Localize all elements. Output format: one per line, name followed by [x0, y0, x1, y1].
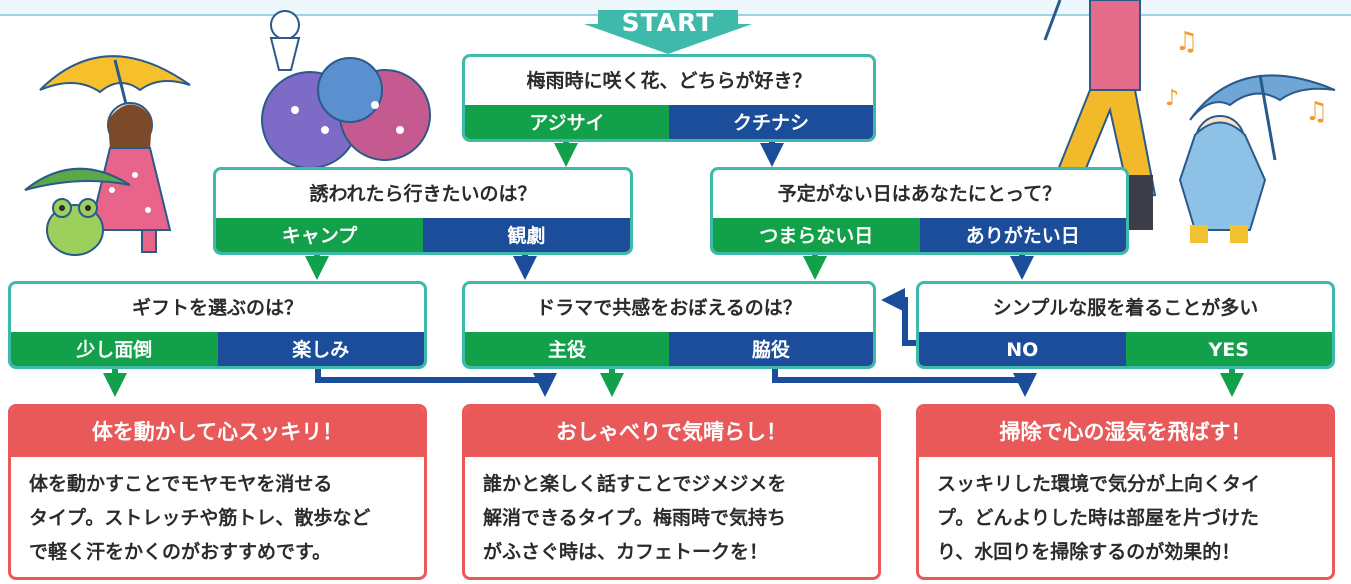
result-box-r3: 掃除で心の湿気を飛ばす！ スッキリした環境で気分が上向くタイ プ。どんよりした時… — [916, 404, 1335, 580]
result-line: 体を動かすことでモヤモヤを消せる — [29, 473, 333, 495]
result-box-r2: おしゃべりで気晴らし！ 誰かと楽しく話すことでジメジメを 解消できるタイプ。梅雨… — [462, 404, 881, 580]
result-title: 掃除で心の湿気を飛ばす！ — [919, 407, 1332, 457]
option-yes[interactable]: YES — [1125, 332, 1332, 366]
question-box-q2: 誘われたら行きたいのは？ キャンプ 観劇 — [213, 167, 633, 255]
result-description: 誰かと楽しく話すことでジメジメを 解消できるタイプ。梅雨時で気持ち がふさぐ時は… — [465, 457, 878, 569]
question-text: ギフトを選ぶのは？ — [131, 297, 303, 319]
result-line: り、水回りを掃除するのが効果的！ — [937, 541, 1241, 563]
question-text: 梅雨時に咲く花、どちらが好き？ — [526, 70, 812, 92]
option-boring-day[interactable]: つまらない日 — [713, 218, 920, 252]
result-line: プ。どんよりした時は部屋を片づけた — [937, 507, 1260, 529]
svg-text:♪: ♪ — [1165, 86, 1179, 111]
option-grateful-day[interactable]: ありがたい日 — [919, 218, 1126, 252]
question-text: 誘われたら行きたいのは？ — [309, 183, 537, 205]
frog-illustration — [24, 167, 131, 256]
option-theater[interactable]: 観劇 — [423, 218, 630, 252]
result-line: で軽く汗をかくのがおすすめです。 — [29, 541, 332, 563]
result-description: 体を動かすことでモヤモヤを消せる タイプ。ストレッチや筋トレ、散歩など で軽く汗… — [11, 457, 424, 569]
start-arrow — [584, 10, 752, 54]
result-box-r1: 体を動かして心スッキリ！ 体を動かすことでモヤモヤを消せる タイプ。ストレッチや… — [8, 404, 427, 580]
option-no[interactable]: NO — [919, 332, 1126, 366]
option-supporting-role[interactable]: 脇役 — [669, 332, 873, 366]
child-raincoat-illustration — [1178, 74, 1336, 243]
result-title: おしゃべりで気晴らし！ — [465, 407, 878, 457]
option-enjoyable[interactable]: 楽しみ — [217, 332, 424, 366]
question-text: ドラマで共感をおぼえるのは？ — [536, 297, 802, 319]
result-description: スッキリした環境で気分が上向くタイ プ。どんよりした時は部屋を片づけた り、水回… — [919, 457, 1332, 569]
start-label: START — [621, 8, 715, 37]
umbrella-girl-illustration — [39, 55, 191, 253]
result-line: 誰かと楽しく話すことでジメジメを — [483, 473, 787, 495]
result-line: がふさぐ時は、カフェトークを！ — [483, 541, 769, 563]
svg-text:♫: ♫ — [1305, 97, 1328, 127]
option-gardenia[interactable]: クチナシ — [669, 105, 873, 139]
question-box-q4: ギフトを選ぶのは？ 少し面倒 楽しみ — [8, 281, 427, 369]
option-bit-troublesome[interactable]: 少し面倒 — [11, 332, 218, 366]
music-note-icon: ♫ ♪ ♫ — [1165, 27, 1328, 127]
result-title: 体を動かして心スッキリ！ — [11, 407, 424, 457]
result-line: 解消できるタイプ。梅雨時で気持ち — [483, 507, 787, 529]
option-lead-role[interactable]: 主役 — [465, 332, 669, 366]
option-hydrangea[interactable]: アジサイ — [465, 105, 669, 139]
hydrangea-illustration — [261, 10, 431, 169]
option-camping[interactable]: キャンプ — [216, 218, 423, 252]
question-text: 予定がない日はあなたにとって？ — [777, 183, 1062, 205]
result-line: スッキリした環境で気分が上向くタイ — [937, 473, 1261, 495]
result-line: タイプ。ストレッチや筋トレ、散歩など — [29, 507, 371, 529]
svg-text:♫: ♫ — [1175, 27, 1198, 57]
question-box-q5: ドラマで共感をおぼえるのは？ 主役 脇役 — [462, 281, 876, 369]
question-box-q6: シンプルな服を着ることが多い NO YES — [916, 281, 1335, 369]
question-box-q3: 予定がない日はあなたにとって？ つまらない日 ありがたい日 — [710, 167, 1129, 255]
question-text: シンプルな服を着ることが多い — [992, 297, 1259, 319]
question-box-q1: 梅雨時に咲く花、どちらが好き？ アジサイ クチナシ — [462, 54, 876, 142]
